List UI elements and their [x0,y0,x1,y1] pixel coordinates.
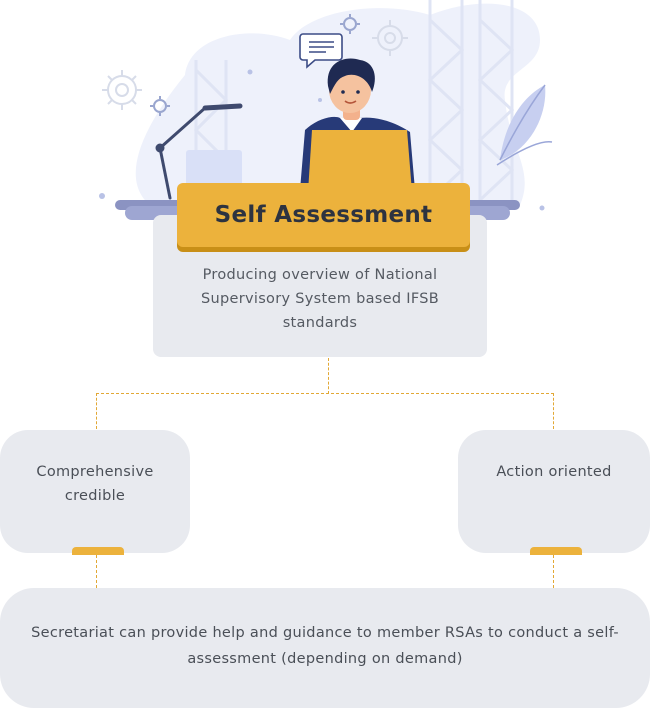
chat-bubble-icon [299,33,343,69]
connector-right-bottom [553,555,554,588]
connector-left-drop [96,393,97,429]
main-description: Producing overview of National Superviso… [201,267,439,331]
node-secretariat-text: Secretariat can provide help and guidanc… [31,625,619,667]
person-at-desk-illustration [300,58,415,192]
node-comprehensive-label: Comprehensive credible [36,464,154,504]
title-banner: Self Assessment [177,183,470,247]
desk-lamp-icon [155,103,243,200]
connector-right-drop [553,393,554,429]
node-action-oriented-label: Action oriented [496,464,612,480]
leaf-icon [496,84,553,166]
gear-icon [102,20,408,110]
node-action-oriented: Action oriented [458,430,650,553]
crane-tower-icon [193,0,515,202]
connector-horizontal [96,393,554,394]
page-title: Self Assessment [214,202,433,228]
node-action-oriented-tab [530,547,582,555]
sparkle-icons [99,69,545,211]
monitor [186,150,242,190]
small-gear-icon [150,14,360,116]
connector-left-bottom [96,555,97,588]
node-comprehensive: Comprehensive credible [0,430,190,553]
connector-trunk [328,358,329,394]
node-comprehensive-tab [72,547,124,555]
